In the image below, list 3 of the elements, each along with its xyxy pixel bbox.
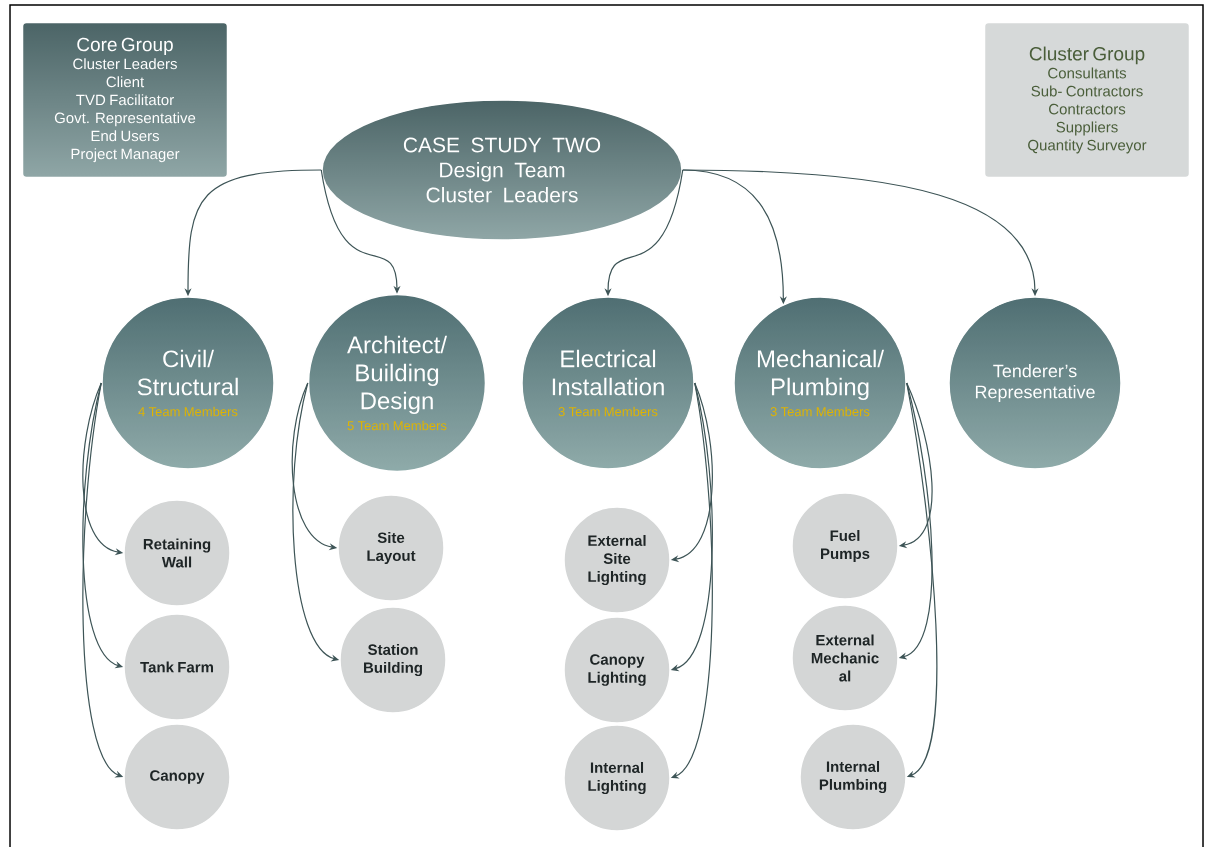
group-box: Cluster Group Consultants Sub- Contractors Contractors Suppliers Quantity Surveyor: [983, 21, 1191, 179]
group-box: Core Group Cluster Leaders Client TVD Facilitator Govt. Representative End Users Project Manager: [21, 21, 229, 179]
arrow: [906, 382, 938, 778]
